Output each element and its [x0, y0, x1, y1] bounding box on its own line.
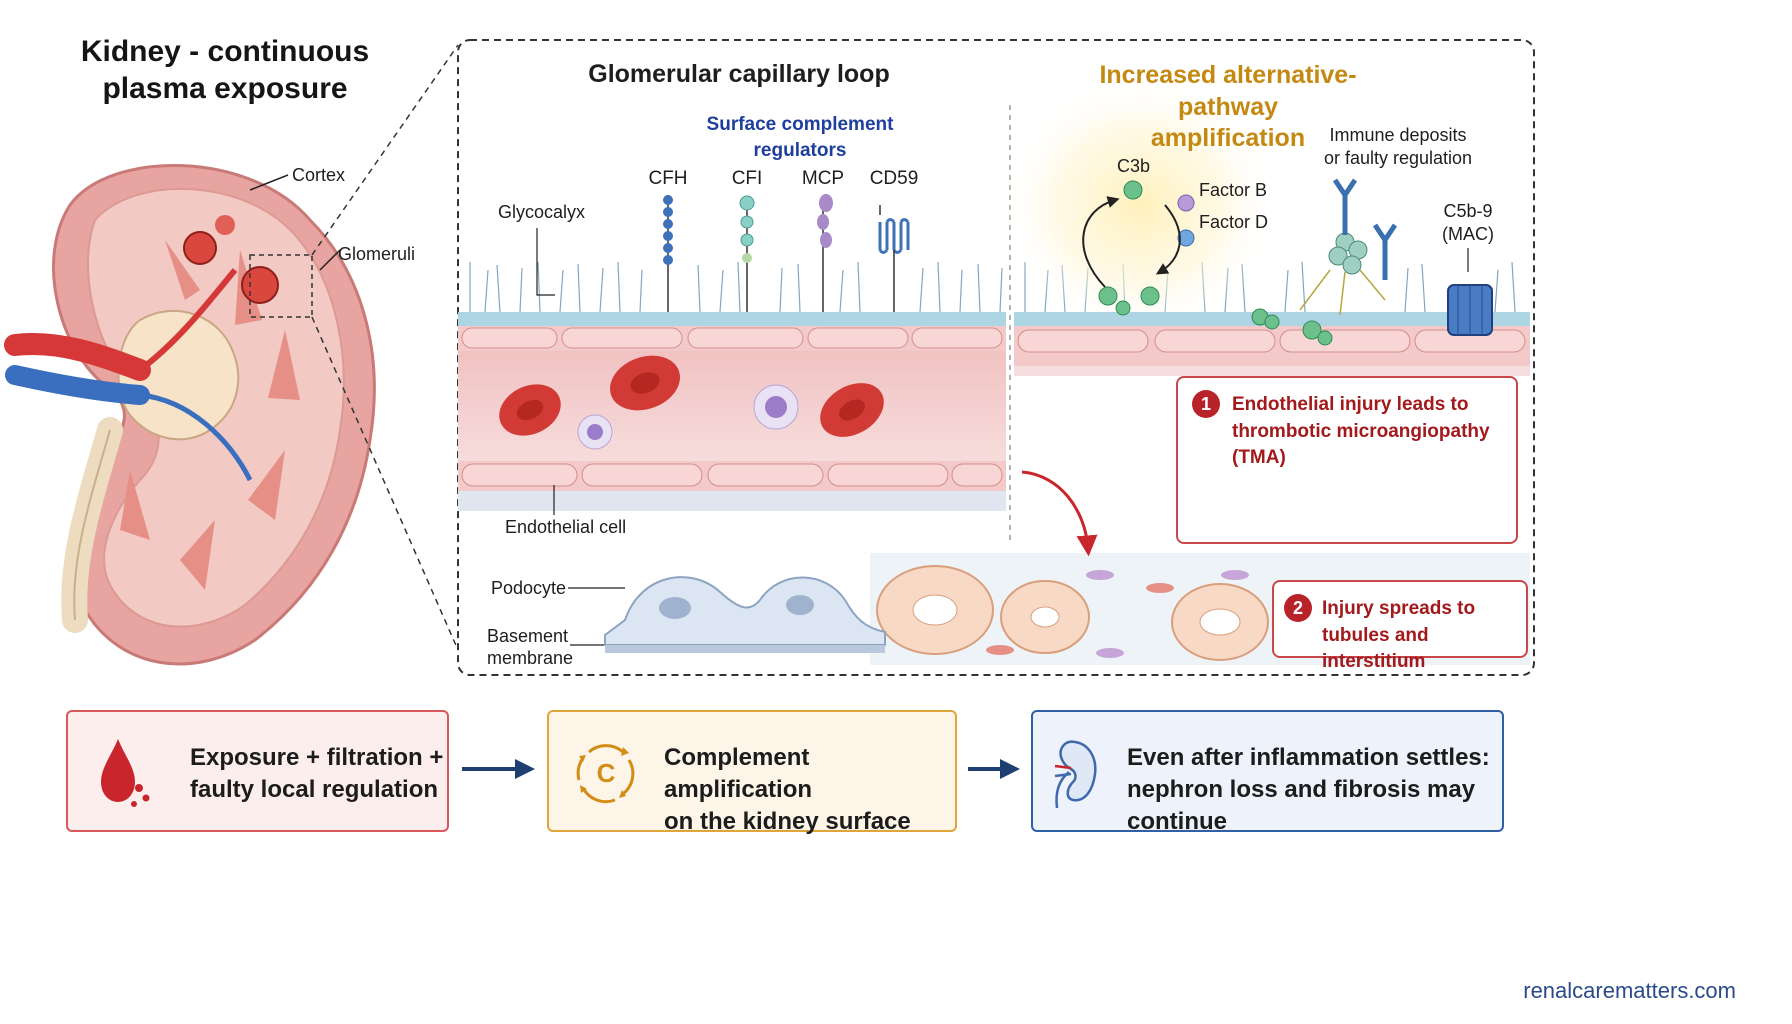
step-1-line1: Exposure + filtration + [190, 744, 444, 771]
podocyte-label: Podocyte [491, 578, 567, 598]
kidney-title-line2: plasma exposure [102, 71, 348, 105]
step-complement-box: C Complement amplification on the kidney… [547, 710, 957, 835]
factor-d-molecule [1177, 229, 1195, 247]
tubules-illustration [876, 565, 1269, 661]
amplification-title-line2: amplification [1150, 124, 1306, 152]
callout-1-line1: Endothelial injury leads to [1232, 394, 1469, 415]
blood-drop-icon [101, 739, 150, 807]
callout-1-number: 1 [1192, 390, 1220, 418]
step-1-line2: faulty local regulation [190, 776, 439, 804]
kidney-icon [1054, 740, 1097, 809]
deposited-c3b [1098, 286, 1333, 346]
amplification-loop-arrow-up [1082, 196, 1120, 288]
callout-1-text: Endothelial injury leads to thrombotic m… [1232, 392, 1512, 472]
deposits-label-line2: or faulty regulation [1323, 148, 1473, 169]
mac-pore [1447, 284, 1493, 336]
label-pointer-lines [536, 228, 1469, 646]
kidney-title-line1: Kidney - continuous [80, 35, 370, 68]
callout-tma [1176, 376, 1518, 544]
factor-d-label: Factor D [1199, 212, 1269, 232]
glomerulus-zoom-box [249, 254, 313, 318]
step-2-text: Complement amplification on the kidney s… [664, 742, 955, 838]
regulator-mcp [817, 194, 833, 312]
complement-cycle-icon: C [576, 744, 635, 804]
regulators-heading-line2: regulators [753, 139, 847, 161]
basement-membrane-label: Basement membrane [487, 626, 573, 669]
cortex-label: Cortex [292, 165, 346, 185]
step-3-text: Even after inflammation settles: nephron… [1127, 742, 1502, 838]
amplification-loop-arrow-down [1155, 204, 1181, 275]
regulator-cfh-label: CFH [648, 168, 688, 189]
footer-url[interactable]: renalcarematters.com [1523, 978, 1736, 1003]
glycocalyx-label: Glycocalyx [498, 202, 586, 222]
endothelial-cell-label: Endothelial cell [505, 517, 627, 537]
callout-tubules [1272, 580, 1528, 658]
step-3-line2: nephron loss and fibrosis may continue [1127, 776, 1476, 836]
step-2-line1: Complement amplification [664, 744, 813, 804]
immune-deposits-label: Immune deposits or faulty regulation [1318, 124, 1478, 171]
step-fibrosis-box: Even after inflammation settles: nephron… [1031, 710, 1504, 835]
kidney-title: Kidney - continuous plasma exposure [40, 34, 410, 107]
regulator-cd59 [878, 205, 910, 312]
regulator-mcp-label: MCP [801, 168, 845, 189]
deposits-label-line1: Immune deposits [1329, 125, 1467, 145]
immune-deposit-cluster [1299, 178, 1398, 316]
step-3-line1: Even after inflammation settles: [1127, 744, 1490, 771]
amplification-title: Increased alternative-pathway amplificat… [1050, 60, 1406, 155]
podocyte-illustration [604, 576, 886, 653]
mac-label: C5b-9 (MAC) [1432, 200, 1504, 247]
step-1-text: Exposure + filtration + faulty local reg… [190, 742, 443, 806]
regulator-cd59-label: CD59 [869, 168, 919, 189]
capillary-title: Glomerular capillary loop [588, 60, 890, 88]
callout-1-line2: thrombotic microangiopathy (TMA) [1232, 420, 1490, 469]
glomeruli-label: Glomeruli [338, 244, 416, 264]
complement-icon-letter: C [597, 758, 616, 788]
regulator-cfh [663, 195, 673, 312]
callout-2-line1: Injury spreads to [1322, 598, 1476, 619]
callout-2-text: Injury spreads to tubules and interstiti… [1322, 596, 1518, 676]
factor-b-molecule [1177, 194, 1195, 212]
amplification-title-line1: Increased alternative-pathway [1099, 61, 1357, 121]
factor-b-label: Factor B [1199, 180, 1268, 200]
injury-arrow [1021, 470, 1098, 557]
mac-label-line1: C5b-9 [1443, 201, 1493, 221]
amplification-glow [1000, 75, 1280, 335]
basement-label-line1: Basement [487, 626, 569, 646]
mac-label-line2: (MAC) [1442, 224, 1494, 245]
regulators-heading-line1: Surface complement [706, 114, 894, 135]
callout-2-number: 2 [1284, 594, 1312, 622]
step-2-line2: on the kidney surface [664, 808, 911, 836]
regulator-cfi-label: CFI [731, 168, 763, 189]
c3b-label: C3b [1117, 156, 1151, 176]
step-exposure-box: Exposure + filtration + faulty local reg… [66, 710, 449, 832]
c3b-molecule [1123, 180, 1143, 200]
basement-label-line2: membrane [487, 647, 574, 668]
surface-regulators-heading: Surface complement regulators [690, 112, 910, 163]
callout-2-line2: tubules and interstitium [1322, 624, 1429, 673]
capillary-loop-illustration [458, 312, 1006, 511]
regulator-cfi [739, 195, 755, 312]
kidney-illustration [4, 44, 459, 666]
